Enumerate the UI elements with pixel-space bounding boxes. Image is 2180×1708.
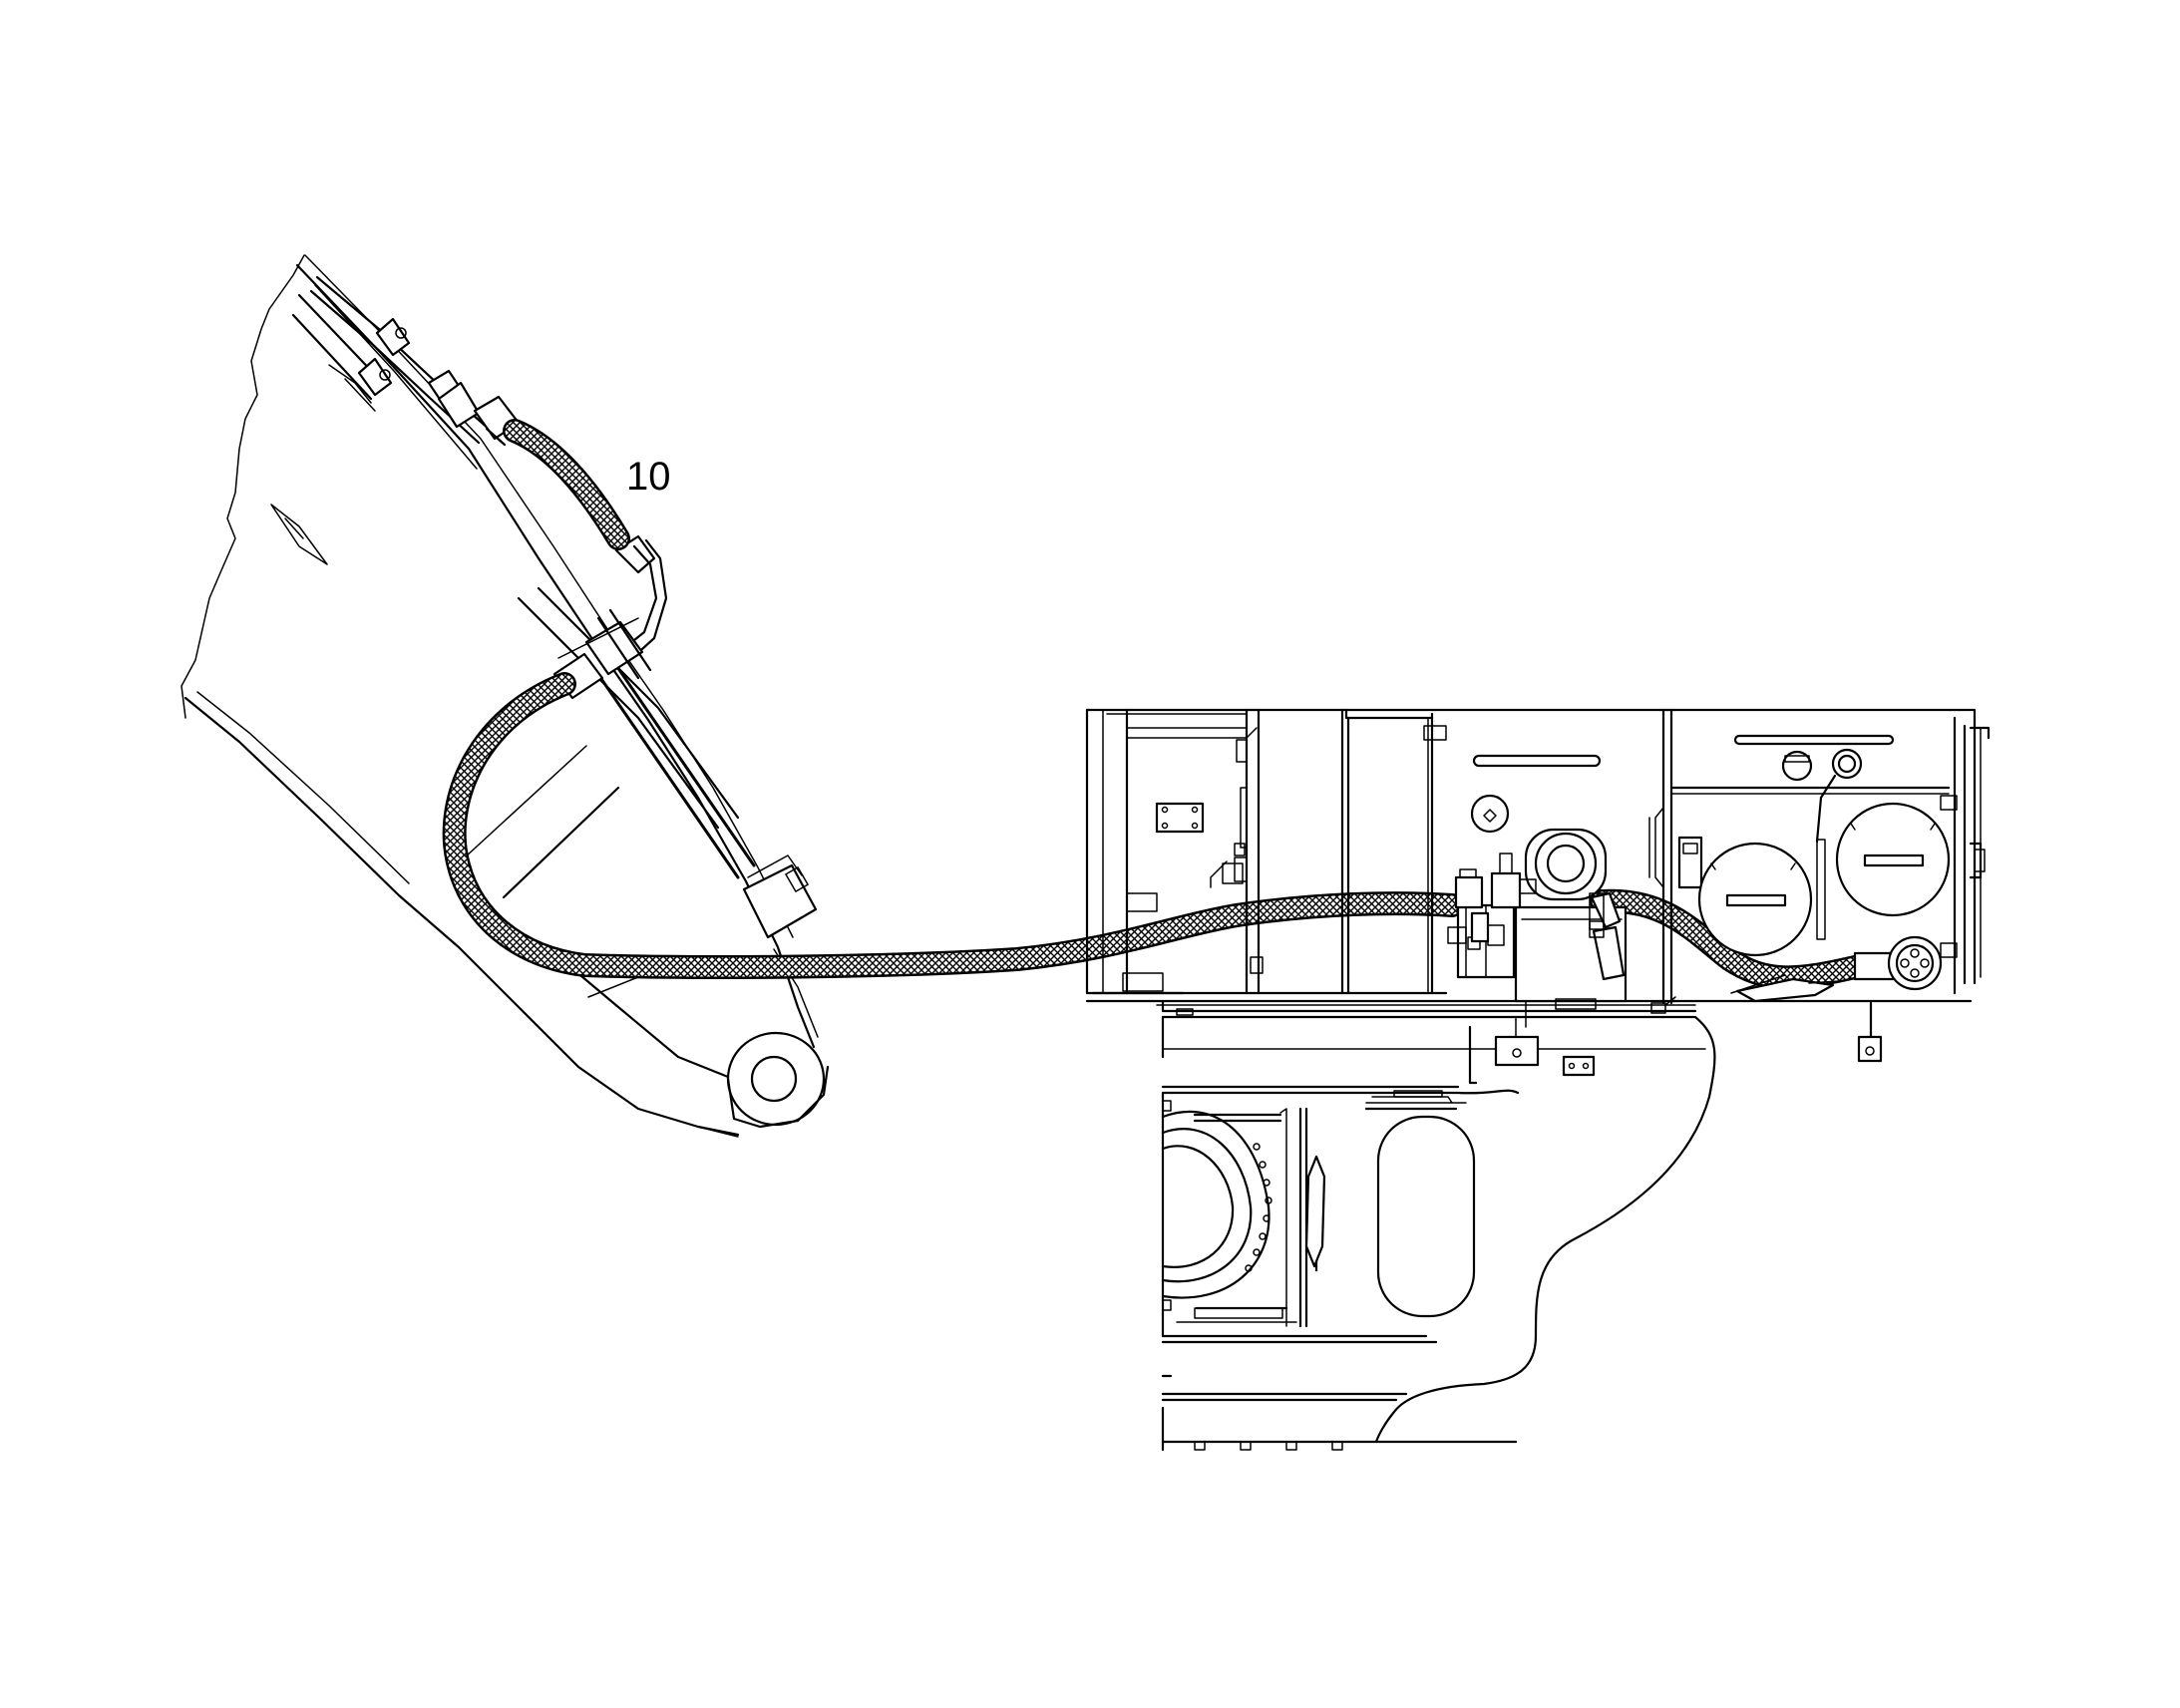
boom-arm — [181, 254, 830, 1138]
upper-frame — [1085, 708, 1991, 1063]
carrier-frame — [1161, 999, 1716, 1452]
boom-pivot-boss — [726, 1031, 826, 1127]
hydraulic-hose-assembly — [442, 419, 1917, 990]
boom-break-line — [181, 254, 305, 719]
boom-pivot-pin — [750, 1055, 798, 1103]
boom-pipe-fittings — [309, 275, 668, 700]
boom-lower-edge — [183, 696, 740, 1137]
hose-crossover-clamp — [584, 620, 644, 676]
boom-hose-clamp-block — [742, 863, 818, 939]
main-hose — [442, 672, 1464, 979]
frame-oval-cutout — [1376, 1115, 1476, 1318]
motor-housing — [1524, 828, 1608, 901]
hose-callout-label: 10 — [626, 455, 671, 499]
